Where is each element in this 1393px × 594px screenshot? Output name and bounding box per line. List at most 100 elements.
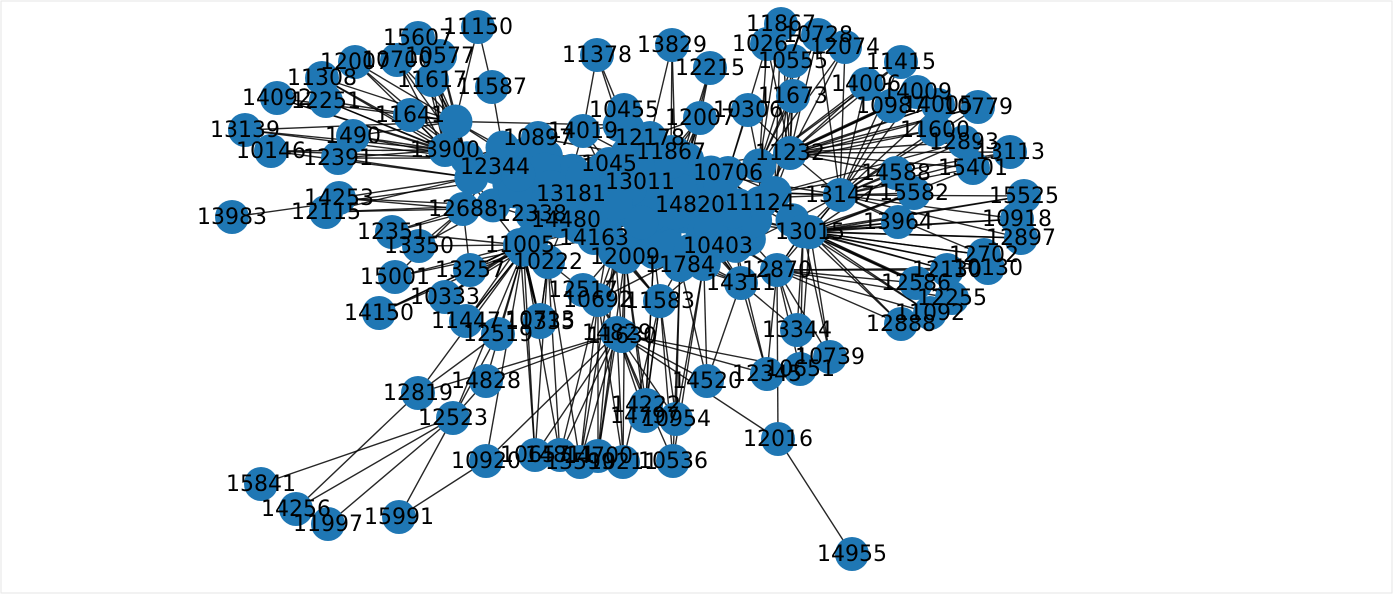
node-label: 10897 [503, 126, 573, 151]
graph-node [215, 200, 249, 234]
graph-edge [789, 83, 867, 154]
graph-node [693, 51, 727, 85]
node-label: 14006 [831, 72, 901, 97]
node-label: 13181 [536, 182, 606, 207]
graph-edge [839, 194, 1018, 220]
graph-node [375, 215, 409, 249]
node-label: 10706 [693, 161, 763, 186]
graph-edge [758, 60, 794, 166]
graph-node [602, 108, 637, 143]
graph-node [481, 317, 515, 351]
node-label: 12391 [303, 146, 373, 171]
node-label: 14480 [531, 208, 601, 233]
graph-node [703, 167, 738, 202]
node-layer [215, 7, 1041, 571]
graph-node [562, 209, 596, 244]
graph-node [311, 507, 345, 541]
graph-node [884, 45, 918, 79]
graph-node [823, 178, 857, 212]
node-label: 10728 [783, 23, 853, 48]
graph-edge [622, 300, 661, 463]
graph-node [921, 88, 955, 122]
node-label: 12344 [460, 155, 530, 180]
node-label: 12897 [986, 226, 1056, 251]
graph-edge [485, 332, 618, 382]
node-label: 12009 [590, 245, 660, 270]
graph-node [813, 340, 847, 374]
graph-edge [839, 106, 979, 196]
graph-edge [597, 251, 616, 457]
graph-edge [325, 100, 446, 151]
graph-edge [417, 332, 618, 394]
graph-edge [321, 77, 446, 151]
graph-node [469, 364, 503, 398]
node-label: 13257 [435, 258, 505, 283]
node-label: 11673 [758, 84, 828, 109]
graph-edge [777, 438, 853, 555]
node-label: 11335 [505, 310, 575, 335]
graph-node [402, 229, 436, 263]
node-label: 12016 [743, 427, 813, 452]
graph-node [683, 101, 717, 135]
graph-node [874, 89, 908, 123]
graph-node [438, 104, 473, 139]
graph-node [244, 467, 278, 501]
node-label: 11867 [636, 140, 706, 165]
graph-node [776, 79, 810, 113]
node-label: 10651 [765, 357, 835, 382]
graph-edge [519, 244, 536, 456]
graph-node [378, 260, 412, 294]
graph-node [786, 214, 821, 249]
node-label: 14150 [344, 301, 414, 326]
graph-node [750, 357, 784, 391]
node-label: 14005 [903, 93, 973, 118]
graph-node [750, 27, 784, 61]
graph-node [610, 137, 645, 172]
graph-node [760, 253, 794, 287]
graph-node [780, 313, 814, 347]
graph-edge [547, 261, 561, 456]
graph-edge [295, 392, 419, 510]
graph-edge [327, 417, 454, 525]
node-label: 14009 [882, 80, 952, 105]
graph-node [469, 444, 503, 478]
graph-edge [597, 256, 626, 457]
node-label: 12007 [320, 50, 390, 75]
node-label: 15991 [364, 505, 434, 530]
graph-node [393, 98, 427, 132]
graph-edge [839, 194, 1022, 239]
graph-edge [354, 61, 456, 123]
node-label: 14820 [655, 193, 725, 218]
graph-edge [337, 157, 472, 179]
node-label: 10130 [953, 256, 1023, 281]
node-label: 12255 [917, 286, 987, 311]
node-label: 13147 [805, 183, 875, 208]
graph-node [918, 113, 952, 147]
node-label: 12888 [866, 312, 936, 337]
node-label: 12519 [463, 322, 533, 347]
graph-node [428, 280, 462, 314]
node-label: 11150 [443, 15, 513, 40]
node-label: 10954 [641, 407, 711, 432]
graph-node [436, 401, 470, 435]
graph-edge [534, 332, 618, 456]
graph-node [956, 151, 990, 185]
graph-edge [803, 195, 1025, 232]
node-label: 12702 [949, 243, 1019, 268]
graph-node [514, 222, 549, 257]
node-label: 10713 [505, 308, 575, 333]
node-label: 14829 [582, 321, 652, 346]
node-label: 15001 [360, 265, 430, 290]
node-label: 10306 [713, 98, 783, 123]
graph-node [338, 45, 372, 79]
node-label: 14828 [451, 369, 521, 394]
graph-node [643, 284, 677, 318]
graph-node [572, 177, 607, 212]
node-label: 10987 [856, 94, 926, 119]
node-label: 13964 [863, 210, 933, 235]
graph-edge [675, 263, 705, 420]
node-label: 14019 [548, 119, 618, 144]
graph-node [776, 44, 810, 78]
node-label: 12345 [732, 362, 802, 387]
